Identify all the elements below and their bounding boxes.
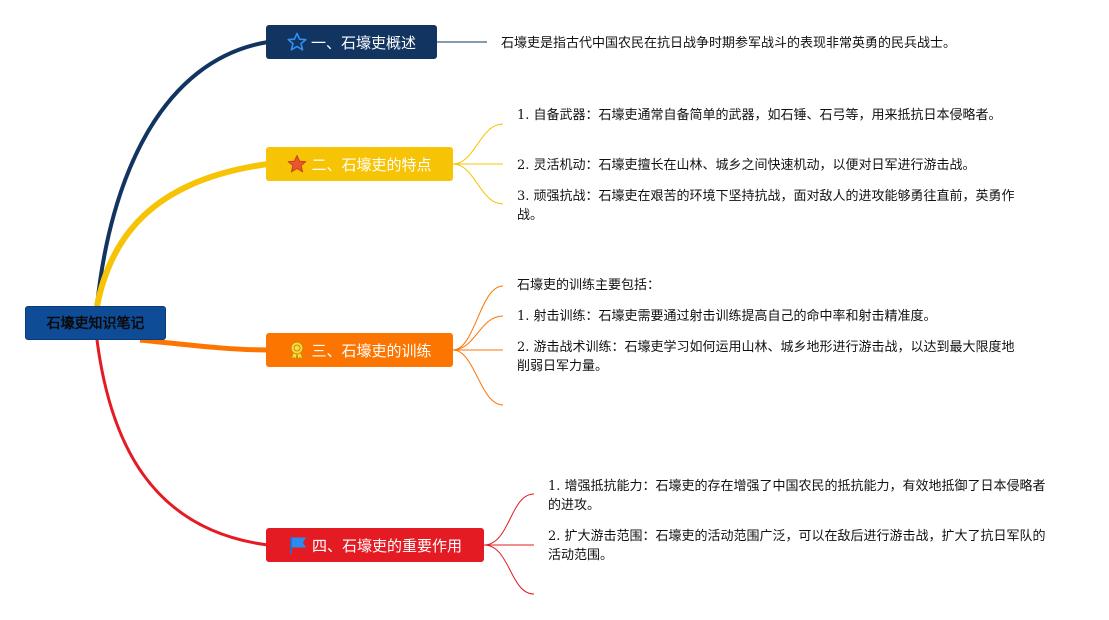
root-node[interactable]: 石壕吏知识笔记 [25, 306, 166, 340]
leaf-importance-1[interactable]: 1. 增强抵抗能力：石壕吏的存在增强了中国农民的抵抗能力，有效地抵御了日本侵略者… [548, 477, 1048, 515]
root-label: 石壕吏知识笔记 [46, 316, 145, 332]
leaf-feature-1[interactable]: 1. 自备武器：石壕吏通常自备简单的武器，如石锤、石弓等，用来抵抗日本侵略者。 [517, 106, 1017, 125]
branch-label: 四、石壕吏的重要作用 [311, 536, 462, 555]
connector-branch-2-item-1 [452, 123, 504, 165]
leaf-training-2[interactable]: 2. 游击战术训练：石壕吏学习如何运用山林、城乡地形进行游击战，以达到最大限度地… [517, 338, 1017, 376]
connector-root-branch-3 [139, 337, 269, 353]
branch-node-overview[interactable]: 一、石壕吏概述 [266, 25, 437, 59]
leaf-overview-1[interactable]: 石壕吏是指古代中国农民在抗日战争时期参军战斗的表现非常英勇的民兵战士。 [501, 34, 1061, 53]
connector-root-branch-2 [94, 161, 269, 307]
branch-node-importance[interactable]: 四、石壕吏的重要作用 [266, 528, 484, 562]
connector-branch-3-item-2 [452, 315, 504, 351]
star-filled-icon [287, 154, 307, 174]
medal-icon [287, 340, 307, 361]
leaf-number: 1. [517, 108, 530, 123]
leaf-number: 1. [517, 309, 530, 324]
branch-label: 三、石壕吏的训练 [311, 341, 432, 360]
leaf-number: 1. [548, 479, 561, 494]
leaf-text: 增强抵抗能力：石壕吏的存在增强了中国农民的抵抗能力，有效地抵御了日本侵略者的进攻… [548, 479, 1046, 513]
flag-icon [288, 535, 308, 555]
connector-branch-4-item-1 [483, 493, 535, 546]
branch-label: 二、石壕吏的特点 [311, 155, 432, 174]
branch-node-features[interactable]: 二、石壕吏的特点 [266, 147, 453, 181]
leaf-text: 灵活机动：石壕吏擅长在山林、城乡之间快速机动，以便对日军进行游击战。 [533, 158, 976, 173]
leaf-feature-3[interactable]: 3. 顽强抗战：石壕吏在艰苦的环境下坚持抗战，面对敌人的进攻能够勇往直前，英勇作… [517, 187, 1017, 225]
connector-branch-2-item-3 [452, 163, 504, 205]
leaf-feature-2[interactable]: 2. 灵活机动：石壕吏擅长在山林、城乡之间快速机动，以便对日军进行游击战。 [517, 156, 1037, 175]
leaf-number: 2. [517, 158, 530, 173]
connector-branch-4-item-3 [483, 544, 535, 595]
leaf-importance-2[interactable]: 2. 扩大游击范围：石壕吏的活动范围广泛，可以在敌后进行游击战，扩大了抗日军队的… [548, 527, 1048, 565]
leaf-text: 扩大游击范围：石壕吏的活动范围广泛，可以在敌后进行游击战，扩大了抗日军队的活动范… [548, 529, 1046, 563]
branch-label: 一、石壕吏概述 [310, 33, 416, 52]
leaf-training-intro[interactable]: 石壕吏的训练主要包括： [517, 276, 1017, 295]
star-outline-icon [287, 32, 307, 52]
leaf-number: 3. [517, 189, 530, 204]
leaf-number: 2. [548, 529, 561, 544]
leaf-number: 2. [517, 340, 530, 355]
connector-branch-3-item-1 [452, 285, 504, 351]
connector-root-branch-4 [95, 339, 269, 547]
leaf-text: 石壕吏是指古代中国农民在抗日战争时期参军战斗的表现非常英勇的民兵战士。 [501, 36, 957, 51]
leaf-text: 自备武器：石壕吏通常自备简单的武器，如石锤、石弓等，用来抵抗日本侵略者。 [533, 108, 1002, 123]
leaf-text: 石壕吏的训练主要包括： [517, 278, 661, 293]
connector-root-branch-1 [95, 40, 269, 307]
leaf-text: 顽强抗战：石壕吏在艰苦的环境下坚持抗战，面对敌人的进攻能够勇往直前，英勇作战。 [517, 189, 1015, 223]
leaf-text: 射击训练：石壕吏需要通过射击训练提高自己的命中率和射击精准度。 [533, 309, 937, 324]
branch-node-training[interactable]: 三、石壕吏的训练 [266, 333, 453, 367]
connector-branch-3-item-4 [452, 349, 504, 406]
leaf-training-1[interactable]: 1. 射击训练：石壕吏需要通过射击训练提高自己的命中率和射击精准度。 [517, 307, 1037, 326]
leaf-text: 游击战术训练：石壕吏学习如何运用山林、城乡地形进行游击战，以达到最大限度地削弱日… [517, 340, 1015, 374]
